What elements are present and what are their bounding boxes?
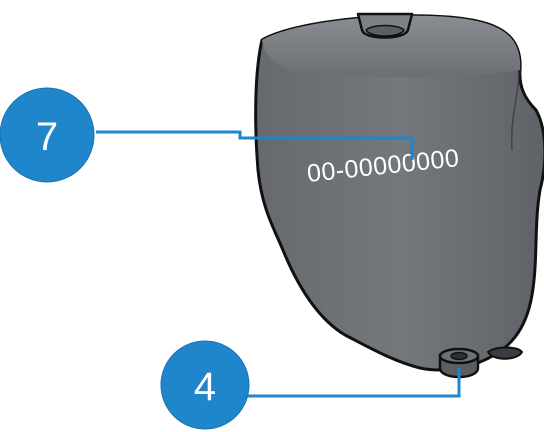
vent-opening <box>486 346 524 360</box>
callout-4: 4 <box>160 340 250 430</box>
removal-handle-inner <box>365 24 405 37</box>
leader-line-7 <box>96 130 414 160</box>
callout-7-circle <box>0 87 95 183</box>
shell-contour <box>510 69 521 151</box>
callout-7: 7 <box>0 87 95 183</box>
callout-4-circle <box>160 340 250 430</box>
leader-line-4 <box>236 368 461 398</box>
callout-4-label: 4 <box>194 365 216 409</box>
faceplate-top <box>262 15 521 78</box>
callout-7-label: 7 <box>36 115 58 159</box>
sound-outlet-hole <box>450 351 468 361</box>
